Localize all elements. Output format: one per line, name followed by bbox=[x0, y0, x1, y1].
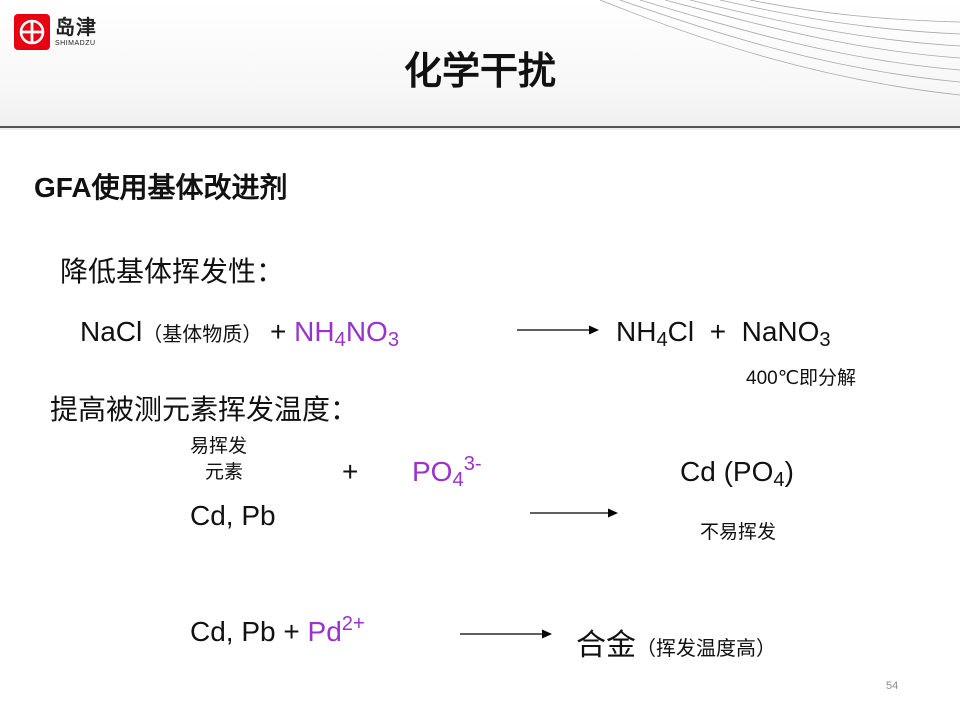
logo-en-text: SHIMADZU bbox=[55, 39, 96, 47]
section-heading: GFA使用基体改进剂 bbox=[34, 172, 288, 203]
right-arrow-icon bbox=[517, 325, 599, 335]
plus-sign: + bbox=[342, 456, 359, 487]
alloy-product: 合金（挥发温度高） bbox=[576, 620, 776, 664]
palladium-formula: Pd2+ bbox=[307, 612, 365, 647]
raise-heading: 提高被测元素挥发温度： bbox=[50, 394, 359, 425]
alloy-elements: Cd, Pb bbox=[190, 616, 276, 647]
matrix-note: （基体物质） bbox=[142, 324, 263, 346]
plus-sign: + bbox=[270, 316, 287, 347]
nonvolatile-note: 不易挥发 bbox=[700, 522, 777, 543]
nacl-formula: NaCl bbox=[80, 316, 143, 347]
header-decoration bbox=[0, 0, 960, 128]
cadmium-phosphate-formula: Cd (PO4) bbox=[680, 456, 794, 492]
decompose-note: 400℃即分解 bbox=[746, 368, 857, 389]
alloy-label: 合金 bbox=[576, 629, 636, 662]
logo-cn-text: 岛津 bbox=[55, 16, 97, 39]
equation-reduce-right: NH4Cl + NaNO3 bbox=[616, 316, 831, 352]
volatile-label-line1: 易挥发 bbox=[190, 436, 248, 457]
right-arrow-icon bbox=[530, 508, 618, 518]
equation-reduce-left: NaCl（基体物质） + NH4NO3 bbox=[80, 316, 400, 352]
page-number: 54 bbox=[886, 680, 899, 692]
sodium-nitrate-formula: NaNO3 bbox=[741, 316, 831, 352]
header-background bbox=[0, 0, 960, 130]
equation-alloy-left: Cd, Pb + Pd2+ bbox=[190, 612, 365, 648]
volatile-label-line2: 元素 bbox=[205, 462, 244, 483]
shimadzu-logo-icon bbox=[14, 14, 50, 50]
right-arrow-icon bbox=[460, 629, 552, 639]
volatile-elements: Cd, Pb bbox=[190, 500, 276, 531]
alloy-note: （挥发温度高） bbox=[636, 638, 776, 660]
page-title: 化学干扰 bbox=[403, 49, 556, 93]
shimadzu-logo: 岛津 SHIMADZU bbox=[14, 14, 97, 50]
ammonium-chloride-formula: NH4Cl bbox=[616, 316, 695, 352]
plus-sign: + bbox=[709, 316, 727, 347]
reduce-heading: 降低基体挥发性： bbox=[60, 256, 285, 287]
phosphate-formula: PO43- bbox=[412, 452, 482, 492]
ammonium-nitrate-formula: NH4NO3 bbox=[294, 316, 400, 352]
plus-sign: + bbox=[283, 616, 300, 647]
